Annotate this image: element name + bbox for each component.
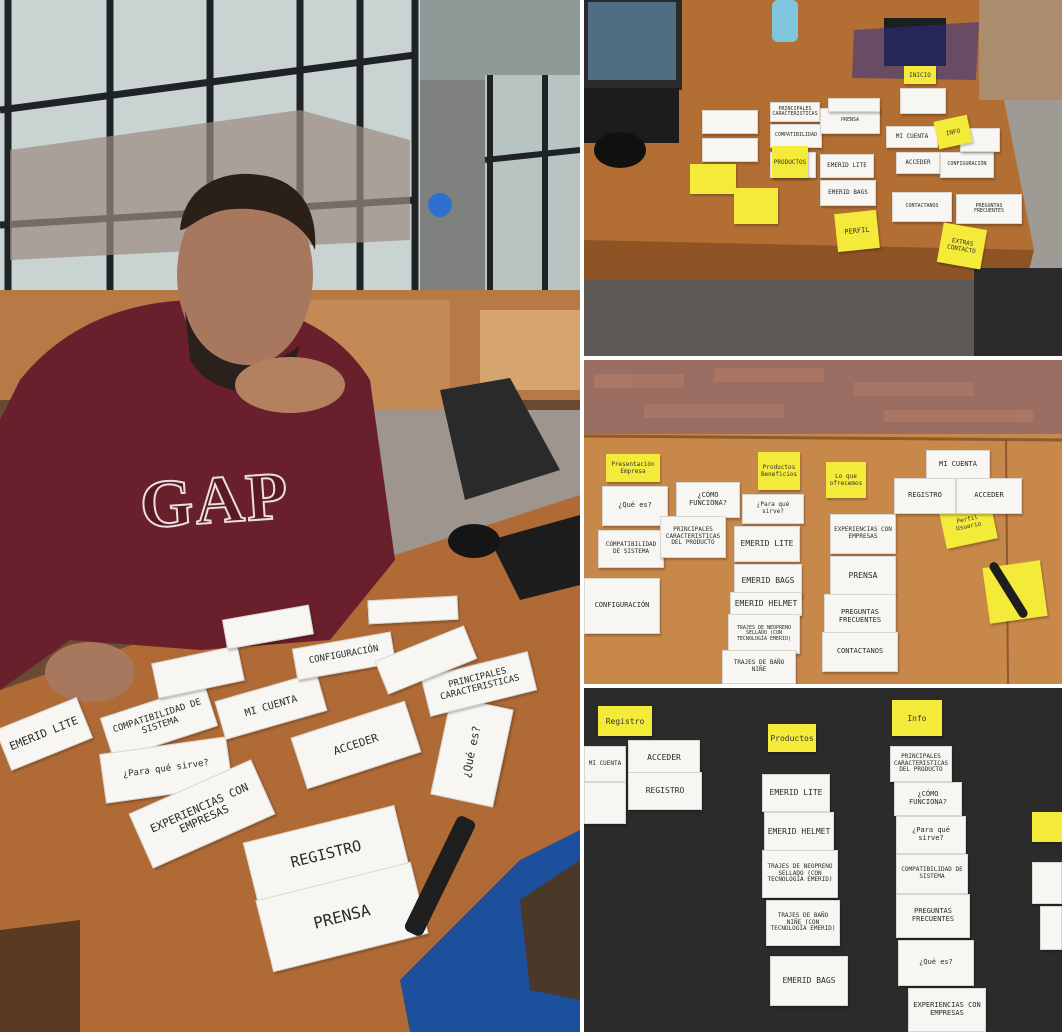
sort-card[interactable]: TRAJES DE BAÑO NIÑE — [722, 650, 796, 684]
sticky-note[interactable]: Productos Beneficios — [758, 452, 800, 490]
sort-card[interactable]: EXPERIENCIAS CON EMPRESAS — [908, 988, 986, 1032]
sort-card[interactable]: CONFIGURACIÓN — [584, 578, 660, 634]
sort-card[interactable]: ¿CÓMO FUNCIONA? — [676, 482, 740, 518]
desk-background — [584, 0, 1062, 356]
photo-man-sorting-cards: GAP EMERID LITE COMPATIBILIDAD DE SISTEM… — [0, 0, 580, 1032]
sort-card[interactable]: CONTACTANOS — [892, 192, 952, 222]
sort-card — [584, 782, 626, 824]
sort-card[interactable]: EMERID LITE — [762, 774, 830, 812]
sort-card[interactable]: EMERID LITE — [820, 154, 874, 178]
sort-card — [702, 138, 758, 162]
sort-card[interactable]: ACCEDER — [956, 478, 1022, 514]
sort-card — [900, 88, 946, 114]
sort-card[interactable]: PRINCIPALES CARACTERISTICAS — [770, 102, 820, 122]
sort-card[interactable]: EMERID HELMET — [730, 592, 802, 616]
photo-card-columns-black: Registro Productos Info MI CUENTA ACCEDE… — [584, 688, 1062, 1032]
sticky-note[interactable]: Lo que ofrecemos — [826, 462, 866, 498]
sort-card[interactable]: CONTACTANOS — [822, 632, 898, 672]
sticky-note[interactable]: Registro — [598, 706, 652, 736]
sort-card[interactable]: EMERID HELMET — [764, 812, 834, 852]
sticky-note — [734, 188, 778, 224]
sort-card[interactable]: REGISTRO — [628, 772, 702, 810]
sticky-note — [1032, 812, 1062, 842]
sort-card[interactable]: PRINCIPALES CARACTERISTICAS DEL PRODUCTO — [890, 746, 952, 782]
sort-card[interactable]: MI CUENTA — [584, 746, 626, 782]
sort-card[interactable]: COMPATIBILIDAD DE SISTEMA — [896, 854, 968, 894]
sort-card[interactable]: ¿Para qué sirve? — [896, 816, 966, 854]
sort-card[interactable]: PRINCIPALES CARACTERISTICAS DEL PRODUCTO — [660, 516, 726, 558]
hoodie-print: GAP — [136, 456, 292, 544]
photo-desk-card-sort: PRINCIPALES CARACTERISTICAS COMPATIBILID… — [584, 0, 1062, 356]
sort-card[interactable]: COMPATIBILIDAD DE SISTEMA — [598, 530, 664, 568]
sort-card[interactable]: PRENSA — [820, 108, 880, 134]
sticky-note[interactable]: PERFIL — [834, 209, 880, 253]
sticky-note — [690, 164, 736, 194]
sort-card[interactable]: REGISTRO — [894, 478, 956, 514]
mouse-icon — [448, 524, 500, 558]
desk-card — [367, 595, 459, 625]
sort-card[interactable]: MI CUENTA — [886, 126, 938, 148]
photo-card-columns-wood: Presentación Empresa Productos Beneficio… — [584, 360, 1062, 684]
sort-card[interactable]: TRAJES DE BAÑO NIÑE (CON TECNOLOGÍA EMER… — [766, 900, 840, 946]
sticky-note[interactable]: EXTRAS CONTACTO — [936, 222, 988, 270]
sort-card[interactable]: PREGUNTAS FRECUENTES — [896, 894, 970, 938]
sort-card[interactable]: ACCEDER — [896, 152, 940, 174]
sort-card[interactable]: ACCEDER — [628, 740, 700, 776]
sort-card[interactable]: EMERID BAGS — [820, 180, 876, 206]
sort-card[interactable]: ¿CÓMO FUNCIONA? — [894, 782, 962, 816]
sort-card[interactable]: CONFIGURACIÓN — [940, 152, 994, 178]
sticky-note[interactable]: INICIO — [904, 66, 936, 84]
sort-card[interactable]: ¿Qué es? — [602, 486, 668, 526]
sort-card[interactable]: MI CUENTA — [926, 450, 990, 480]
sort-card[interactable]: ¿Para qué sirve? — [742, 494, 804, 524]
sort-card[interactable]: PREGUNTAS FRECUENTES — [956, 194, 1022, 224]
sort-card[interactable]: PRENSA — [830, 556, 896, 596]
sticky-note[interactable]: PRODUCTOS — [772, 146, 808, 178]
sort-card — [828, 98, 880, 112]
sort-card[interactable]: EXPERIENCIAS CON EMPRESAS — [830, 514, 896, 554]
sort-card[interactable]: ¿Qué es? — [898, 940, 974, 986]
sort-card[interactable]: COMPATIBILIDAD — [770, 124, 822, 148]
sort-card[interactable]: TRAJES DE NEOPRENO SELLADO (CON TECNOLOG… — [762, 850, 838, 898]
sort-card[interactable]: EMERID BAGS — [770, 956, 848, 1006]
sort-card — [1040, 906, 1062, 950]
sort-card — [1032, 862, 1062, 904]
sort-card[interactable]: TRAJES DE NEOPRENO SELLADO (CON TECNOLOG… — [728, 614, 800, 654]
sticky-note[interactable]: Presentación Empresa — [606, 454, 660, 482]
sort-card — [702, 110, 758, 134]
sticky-note[interactable]: Info — [892, 700, 942, 736]
sticky-note[interactable]: Productos — [768, 724, 816, 752]
sort-card[interactable]: EMERID LITE — [734, 526, 800, 562]
